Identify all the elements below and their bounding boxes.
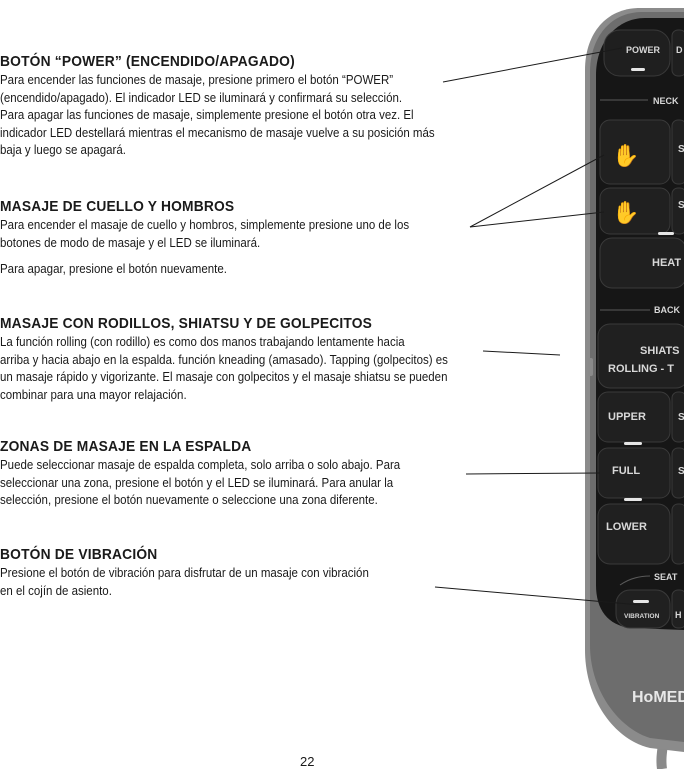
section-power: BOTÓN “POWER” (ENCENDIDO/APAGADO) Para e… [0,53,472,160]
back-label: BACK [654,305,680,315]
full-button: FULL [597,447,671,499]
section-body: Presione el botón de vibración para disf… [0,566,369,598]
section-back-zones: ZONAS DE MASAJE EN LA ESPALDA Puede sele… [0,438,435,510]
seat-label: SEAT [654,572,678,582]
power-right-label: D [676,45,683,55]
rolling-label: ROLLING - T [608,363,674,375]
neck-button-1: ✋ [599,119,671,185]
power-label: POWER [626,45,661,55]
section-body: Para encender las funciones de masaje, p… [0,73,435,157]
vibration-label: VIBRATION [624,613,660,620]
heat-button: HEAT [599,237,684,289]
callout-lines [434,47,641,606]
heat-label: HEAT [652,257,681,269]
section-body-2: Para apagar, presione el botón nuevament… [0,262,227,276]
section-title: MASAJE DE CUELLO Y HOMBROS [0,198,235,215]
section-rolling-shiatsu: MASAJE CON RODILLOS, SHIATSU Y DE GOLPEC… [0,315,487,404]
section-title: BOTÓN DE VIBRACIÓN [0,546,158,563]
section-title: BOTÓN “POWER” (ENCENDIDO/APAGADO) [0,53,295,70]
brand-logo: HoMED [632,689,684,706]
section-title: ZONAS DE MASAJE EN LA ESPALDA [0,438,252,455]
section-body: Para encender el masaje de cuello y homb… [0,218,410,250]
power-button: POWER [603,29,671,77]
hands-circle-icon: ✋ [612,143,639,169]
section-neck-shoulder: MASAJE DE CUELLO Y HOMBROS Para encender… [0,198,445,279]
neck-label: NECK [653,96,679,106]
full-label: FULL [612,465,640,477]
rolling-shiatsu-button: SHIATS ROLLING - T [588,323,684,389]
svg-text:S: S [678,412,684,423]
page-number: 22 [300,754,315,769]
rolling-led [588,358,593,376]
svg-text:S: S [678,466,684,477]
vibration-button: VIBRATION [615,589,671,629]
section-body: La función rolling (con rodillo) es como… [0,335,448,402]
section-title: MASAJE CON RODILLOS, SHIATSU Y DE GOLPEC… [0,315,373,332]
side-s-1: S [678,144,684,155]
neck-button-2: ✋ [599,187,671,235]
upper-button: UPPER [597,391,671,443]
upper-label: UPPER [608,411,646,423]
power-led [631,68,645,71]
section-body: Puede seleccionar masaje de espalda comp… [0,458,401,507]
shiatsu-label: SHIATS [640,345,680,357]
svg-text:H: H [675,610,682,620]
lower-button: LOWER [597,503,671,565]
hands-arrows-icon: ✋ [612,200,639,226]
lower-label: LOWER [606,521,647,533]
side-s-2: S [678,200,684,211]
section-vibration: BOTÓN DE VIBRACIÓN Presione el botón de … [0,546,401,600]
